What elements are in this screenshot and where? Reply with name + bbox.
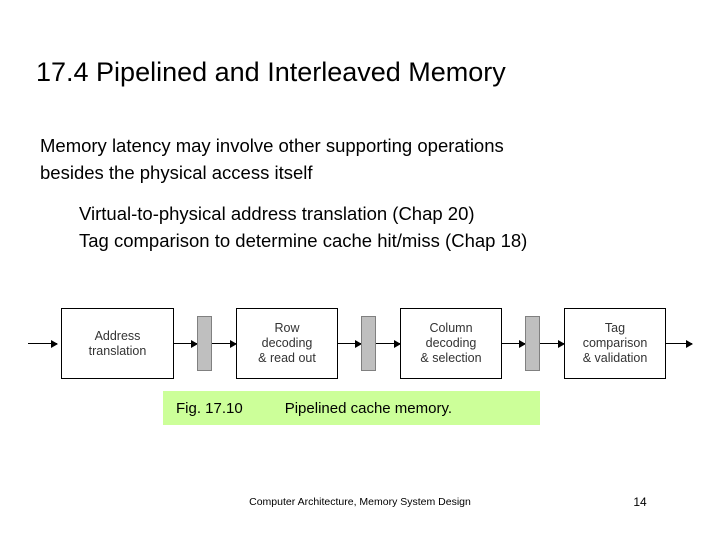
bullet-level-1: Memory latency may involve other support… <box>40 135 504 183</box>
pipelined-cache-diagram: Address translation Row decoding & read … <box>28 295 693 385</box>
page-title: 17.4 Pipelined and Interleaved Memory <box>36 57 506 87</box>
arrow-out <box>666 339 693 348</box>
arrow-in <box>28 339 58 348</box>
arrow-3 <box>338 339 362 348</box>
footer-page-number: 14 <box>633 495 647 509</box>
pipeline-latch-2 <box>361 316 376 371</box>
pipeline-latch-1 <box>197 316 212 371</box>
diagram-box-tag-comparison: Tag comparison & validation <box>564 308 666 379</box>
figure-caption: Fig. 17.10 Pipelined cache memory. <box>163 391 540 425</box>
bullet-level-2: Virtual-to-physical address translation … <box>79 203 528 251</box>
figure-caption-text: Pipelined cache memory. <box>284 399 453 417</box>
diagram-box-address-translation: Address translation <box>61 308 174 379</box>
arrow-6 <box>540 339 565 348</box>
arrow-1 <box>174 339 198 348</box>
arrow-4 <box>376 339 401 348</box>
footer-text: Computer Architecture, Memory System Des… <box>249 496 471 508</box>
arrow-5 <box>502 339 526 348</box>
pipeline-latch-3 <box>525 316 540 371</box>
arrow-2 <box>212 339 237 348</box>
figure-number: Fig. 17.10 <box>176 399 243 417</box>
diagram-box-row-decoding: Row decoding & read out <box>236 308 338 379</box>
diagram-box-column-decoding: Column decoding & selection <box>400 308 502 379</box>
